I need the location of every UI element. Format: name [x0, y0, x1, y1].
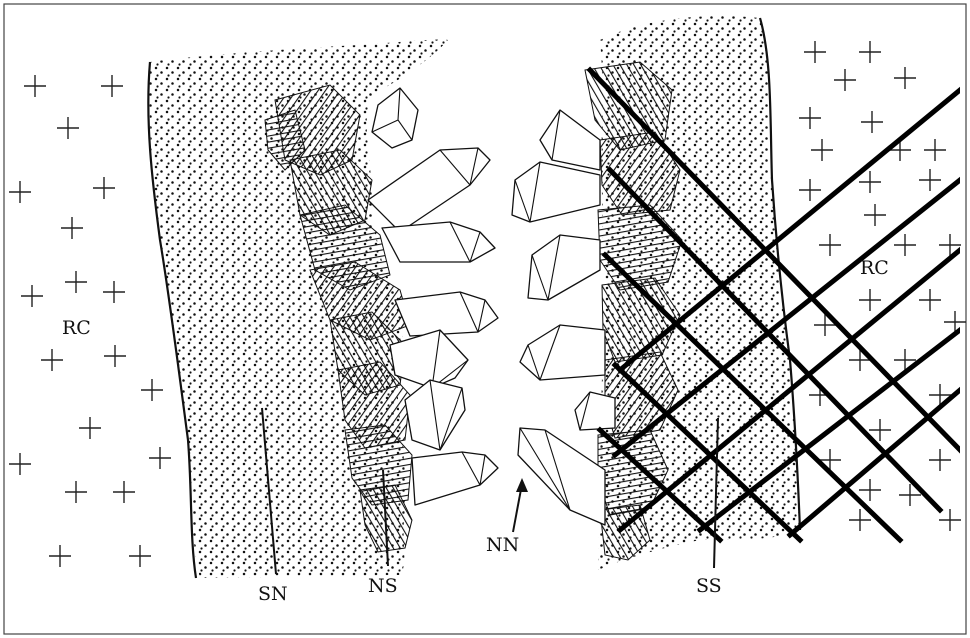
- rock-cross-symbol: [799, 107, 821, 129]
- rock-cross-symbol: [103, 281, 125, 303]
- rock-cross-symbol: [804, 41, 826, 63]
- rock-cross-symbol: [864, 204, 886, 226]
- rock-cross-symbol: [859, 289, 881, 311]
- crystal-right-4: [520, 325, 605, 380]
- rock-cross-symbol: [61, 217, 83, 239]
- crystal-right-1: [540, 110, 600, 170]
- rock-cross-symbol: [65, 271, 87, 293]
- rock-cross-symbol: [819, 234, 841, 256]
- rock-cross-symbol: [49, 545, 71, 567]
- rock-cross-symbol: [811, 139, 833, 161]
- crystal-right-5: [575, 392, 615, 430]
- rock-cross-symbol: [9, 181, 31, 203]
- crystal-left-6: [405, 380, 465, 450]
- arrowhead-nn: [516, 478, 528, 492]
- label-nn: NN: [486, 534, 519, 556]
- rock-cross-symbol: [859, 41, 881, 63]
- rock-cross-symbol: [944, 311, 966, 333]
- label-ns: NS: [368, 575, 398, 597]
- label-ss: SS: [696, 575, 722, 597]
- crystal-left-1: [372, 88, 418, 148]
- crystal-right-6: [518, 428, 605, 525]
- rock-cross-symbol: [104, 345, 126, 367]
- crystal-left-3: [382, 222, 495, 262]
- rock-cross-symbol: [21, 285, 43, 307]
- label-sn: SN: [258, 583, 288, 605]
- rock-cross-symbol: [9, 453, 31, 475]
- crystal-left-2: [368, 148, 490, 232]
- rock-cross-symbol: [849, 509, 871, 531]
- rock-cross-symbol: [65, 481, 87, 503]
- rock-cross-symbol: [861, 111, 883, 133]
- rock-cross-symbol: [859, 479, 881, 501]
- rock-cross-symbol: [859, 171, 881, 193]
- rock-cross-symbol: [834, 69, 856, 91]
- rock-cross-symbol: [894, 67, 916, 89]
- crystal-left-4: [395, 292, 498, 336]
- rock-cross-symbol: [79, 417, 101, 439]
- rock-cross-symbol: [929, 449, 951, 471]
- rock-cross-symbol: [924, 139, 946, 161]
- rock-cross-symbol: [101, 75, 123, 97]
- rock-cross-symbol: [24, 75, 46, 97]
- label-rc-left: RC: [62, 317, 91, 339]
- rock-cross-symbol: [799, 179, 821, 201]
- rock-cross-symbol: [939, 509, 961, 531]
- label-rc-right: RC: [860, 257, 889, 279]
- rock-cross-symbol: [41, 349, 63, 371]
- rock-cross-symbol: [919, 289, 941, 311]
- rock-cross-symbol: [149, 447, 171, 469]
- crystal-right-3: [528, 235, 600, 300]
- rock-cross-symbol: [919, 169, 941, 191]
- rock-cross-symbol: [894, 234, 916, 256]
- rock-cross-symbol: [93, 177, 115, 199]
- rock-cross-symbol: [129, 545, 151, 567]
- crystal-right-2: [512, 162, 600, 222]
- rock-cross-symbol: [141, 379, 163, 401]
- crystal-left-7: [412, 452, 498, 505]
- rock-cross-symbol: [57, 117, 79, 139]
- rock-cross-symbol: [113, 481, 135, 503]
